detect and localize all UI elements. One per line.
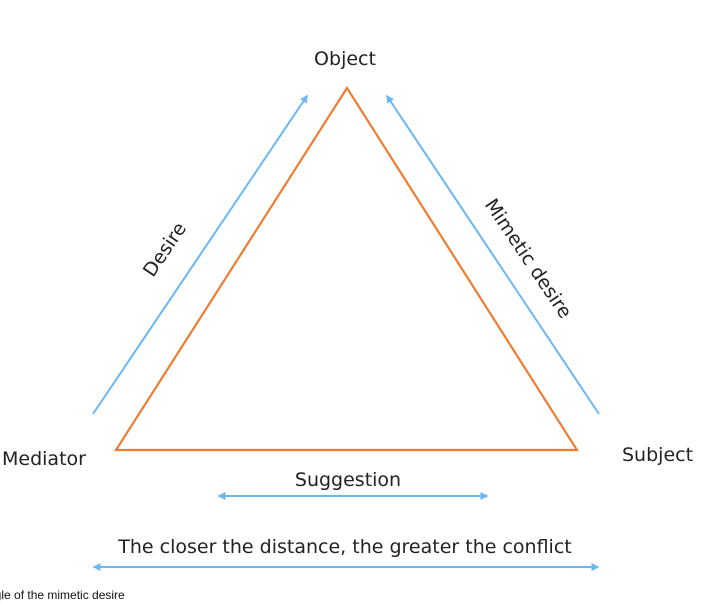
mimetic-desire-arrow <box>386 94 600 415</box>
figure-caption: ngle of the mimetic desire <box>0 588 125 602</box>
desire-label: Desire <box>139 218 191 281</box>
desire-arrow <box>92 94 308 415</box>
distance-conflict-label: The closer the distance, the greater the… <box>117 536 571 558</box>
suggestion-label: Suggestion <box>295 469 401 491</box>
object-label: Object <box>314 48 376 70</box>
subject-label: Subject <box>622 444 693 466</box>
mediator-label: Mediator <box>2 448 86 470</box>
triangle-shape <box>113 85 580 452</box>
